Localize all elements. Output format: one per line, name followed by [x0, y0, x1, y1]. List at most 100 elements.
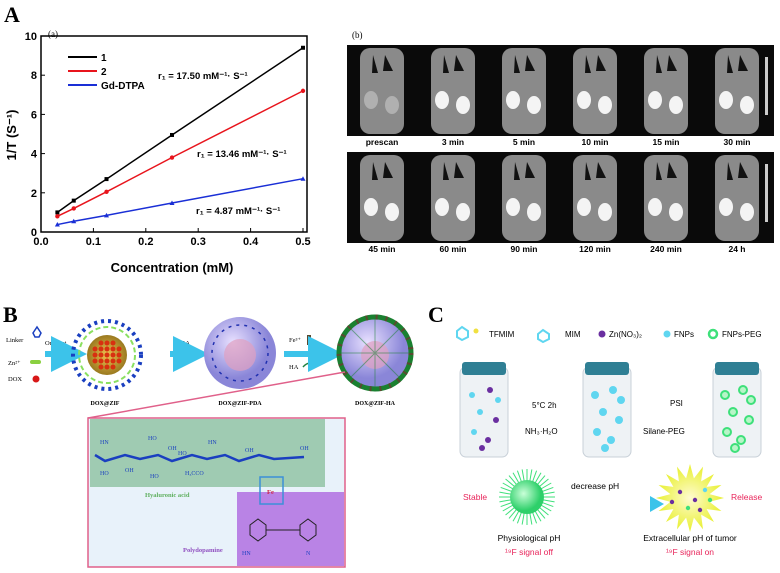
dox-molecule [104, 358, 110, 364]
kidney-right [669, 96, 683, 114]
stable-nanoparticle [499, 469, 555, 525]
mri-row-1 [347, 45, 774, 136]
colorbar [765, 164, 768, 222]
lungs [443, 55, 464, 73]
ha-label: HA [289, 364, 299, 371]
mri-timepoint-label: 10 min [582, 137, 609, 147]
jar-lid [715, 362, 759, 375]
arrow-head [650, 496, 664, 512]
chem-group-label: N [306, 551, 311, 557]
particle [617, 396, 625, 404]
dox-zif-pda-particle [204, 317, 276, 389]
particle [615, 416, 623, 424]
ha-chain [94, 453, 305, 463]
released-particle [707, 497, 713, 503]
mouse-body [360, 155, 404, 241]
lungs [727, 162, 748, 180]
panel-B-scheme: B Linker Zn²⁺ DOX One-pot DOX@ZIF PDA DO… [3, 302, 414, 568]
chem-group-label: HN [208, 440, 217, 446]
data-point [71, 206, 76, 211]
fe-icon [307, 335, 311, 345]
chem-group-label: HN [242, 551, 251, 557]
mri-row-2 [347, 152, 774, 243]
chem-group-label: HN [100, 440, 109, 446]
mouse-body [360, 48, 404, 134]
data-point [170, 132, 174, 137]
dox-molecule [104, 346, 110, 352]
dox-molecule [92, 352, 98, 358]
mouse-body [431, 48, 475, 134]
fe-box [259, 476, 284, 505]
mri-timepoint-label: 45 min [369, 244, 396, 254]
zn-no3-icon [598, 330, 606, 338]
kidney-right [740, 203, 754, 221]
kidney-left [506, 198, 520, 216]
data-point [55, 210, 60, 215]
chem-group-label: HO [150, 474, 159, 480]
mri-frame [502, 155, 546, 241]
product-dox-zif-pda: DOX@ZIF-PDA [218, 401, 262, 407]
mouse-body [502, 155, 546, 241]
polydopamine-label: Polydopamine [183, 547, 223, 554]
released-particle [692, 497, 698, 503]
chem-group-label: OH [245, 448, 254, 454]
legend-mim: MIM [565, 330, 581, 339]
polydopamine-band [237, 492, 344, 566]
mri-frame [360, 155, 404, 241]
linker-icon [32, 325, 42, 338]
particle [728, 407, 738, 417]
data-point [71, 218, 77, 224]
mri-timepoint-label: 60 min [440, 244, 467, 254]
mri-timepoint-label: 240 min [650, 244, 682, 254]
mri-timepoint-label: prescan [366, 137, 399, 147]
lungs [656, 162, 677, 180]
data-point [54, 222, 60, 227]
data-point [169, 155, 175, 160]
dox-molecule [110, 364, 116, 370]
chem-group-label: OH [300, 446, 309, 452]
mri-frame [573, 155, 617, 241]
fe-label-inset: Fe [267, 489, 274, 496]
released-particle [677, 489, 683, 495]
mri-frame [644, 48, 688, 134]
mri-timepoint-label: 120 min [579, 244, 611, 254]
kidney-right [740, 96, 754, 114]
mri-frame [431, 48, 475, 134]
tfmim-icon [456, 325, 469, 342]
legend-fnps: FNPs [674, 330, 694, 339]
particle [746, 395, 756, 405]
kidney-left [577, 91, 591, 109]
product-dox-zif: DOX@ZIF [91, 401, 120, 407]
lungs [372, 162, 393, 180]
data-point [104, 189, 109, 195]
data-point [104, 212, 109, 218]
legend-zn-no3: Zn(NO₃)₂ [609, 330, 642, 339]
x-tick-label: 0.4 [243, 236, 259, 248]
data-point [300, 88, 306, 94]
lungs [727, 55, 748, 73]
dox-molecule [92, 346, 98, 352]
data-point [301, 45, 305, 50]
particle [479, 445, 485, 451]
panel-letter-B: B [3, 302, 18, 327]
stable-label: Stable [463, 492, 487, 502]
annotation-r1-gd-dtpa: r₁ = 4.87 mM⁻¹· S⁻¹ [196, 206, 280, 217]
dox-icon [32, 375, 40, 383]
step1-reagent: NH₃·H₂O [525, 427, 558, 436]
y-tick-label: 6 [31, 109, 37, 121]
particle [738, 385, 748, 395]
particle [720, 390, 730, 400]
particle [469, 392, 475, 398]
particle [609, 386, 617, 394]
lungs [443, 162, 464, 180]
product-dox-zif-ha: DOX@ZIF-HA [355, 401, 396, 407]
particle [722, 427, 732, 437]
mri-frame [644, 155, 688, 241]
extracellular-ph-label: Extracellular pH of tumor [643, 533, 737, 543]
data-point [104, 177, 109, 182]
ha-icon [302, 362, 316, 368]
dox-molecule [116, 346, 122, 352]
fe-label: Fe³⁺ [289, 337, 301, 344]
particle [477, 409, 483, 415]
